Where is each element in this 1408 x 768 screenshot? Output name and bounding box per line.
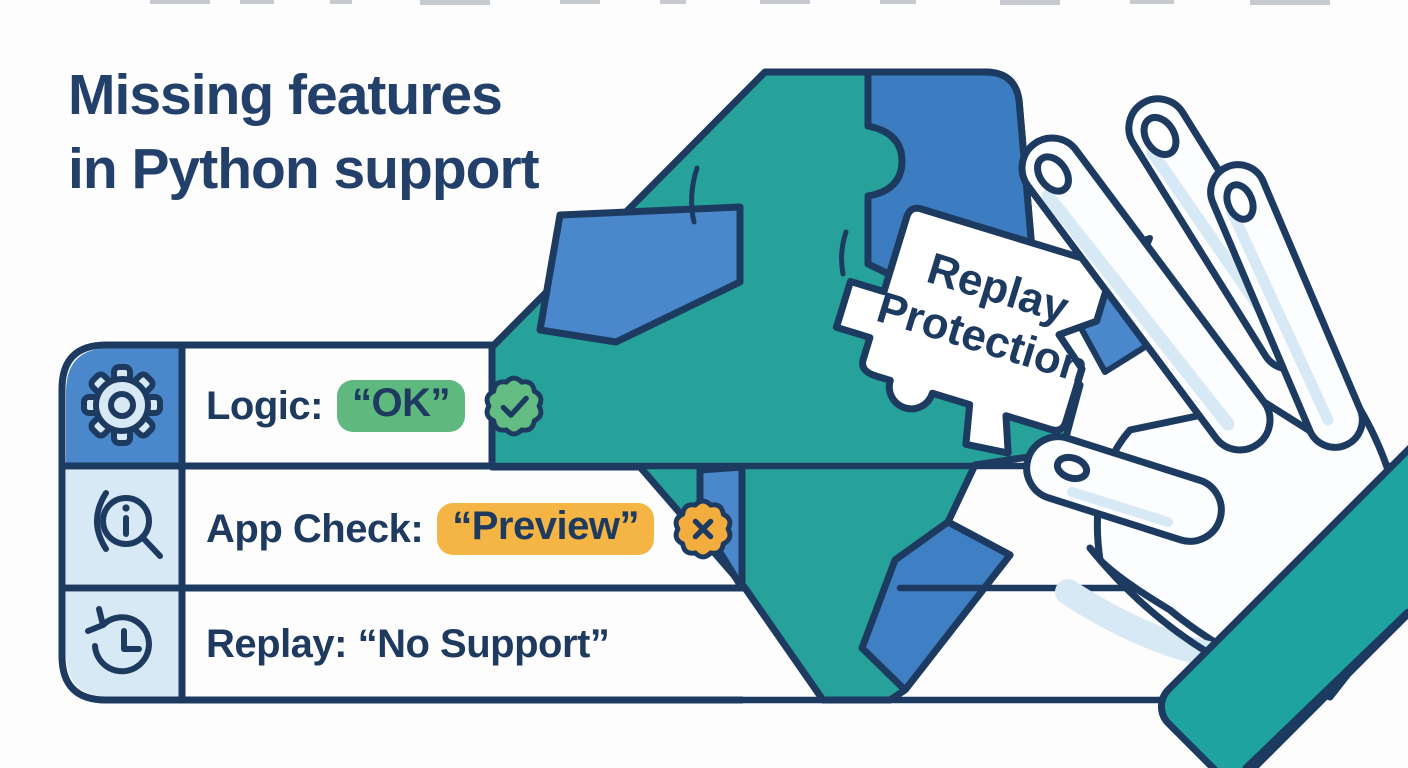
teal-tick-mark — [839, 229, 849, 277]
index-fingernail — [1034, 153, 1072, 195]
puzzle-blue-lowerright — [858, 518, 1014, 694]
puzzle-blue-wedge — [696, 463, 746, 592]
hand-edge-line — [1086, 544, 1211, 656]
puzzle-blue-quad — [536, 203, 744, 346]
ring-fingernail — [1223, 181, 1257, 223]
index-finger — [1018, 134, 1274, 454]
forearm-line — [1242, 608, 1408, 768]
gear-icon — [81, 364, 163, 446]
hand — [1018, 95, 1408, 701]
teal-tick-mark — [689, 165, 700, 225]
index-finger-shading — [1041, 189, 1235, 431]
search-icon — [94, 490, 163, 559]
held-puzzle-piece: Replay Protection — [832, 204, 1114, 457]
ring-finger-shading — [1226, 206, 1334, 426]
history-icon — [85, 606, 152, 675]
thumbnail — [1053, 453, 1091, 483]
search-cell — [66, 470, 179, 584]
sleeve — [1157, 401, 1408, 768]
thumb-shading — [1067, 487, 1173, 527]
top-edge-artifact — [150, 0, 1330, 5]
middle-fingernail — [1140, 113, 1180, 159]
